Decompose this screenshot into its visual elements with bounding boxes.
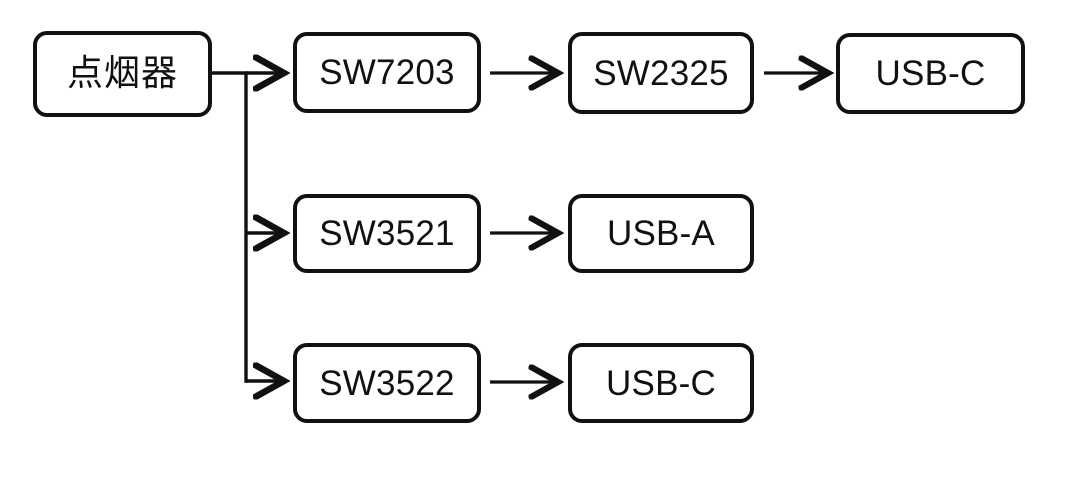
node-source[interactable]: 点烟器: [33, 31, 212, 117]
node-source-label: 点烟器: [66, 53, 178, 94]
node-usb-c-output-2[interactable]: USB-C: [568, 343, 754, 423]
node-sw3522-label: SW3522: [319, 363, 455, 403]
node-sw3521[interactable]: SW3521: [293, 194, 481, 273]
node-sw3522[interactable]: SW3522: [293, 343, 481, 423]
node-sw3521-label: SW3521: [319, 214, 455, 253]
node-sw7203-label: SW7203: [319, 53, 455, 92]
node-sw7203[interactable]: SW7203: [293, 32, 481, 113]
node-usb-a-output-label: USB-A: [607, 214, 715, 253]
node-usb-c-output-1-label: USB-C: [875, 54, 986, 93]
node-sw2325-label: SW2325: [593, 53, 729, 93]
node-usb-a-output[interactable]: USB-A: [568, 194, 754, 273]
node-sw2325[interactable]: SW2325: [568, 32, 754, 114]
node-usb-c-output-1[interactable]: USB-C: [836, 33, 1025, 114]
edge-source-trunk: [210, 71, 248, 383]
node-usb-c-output-2-label: USB-C: [606, 363, 716, 403]
